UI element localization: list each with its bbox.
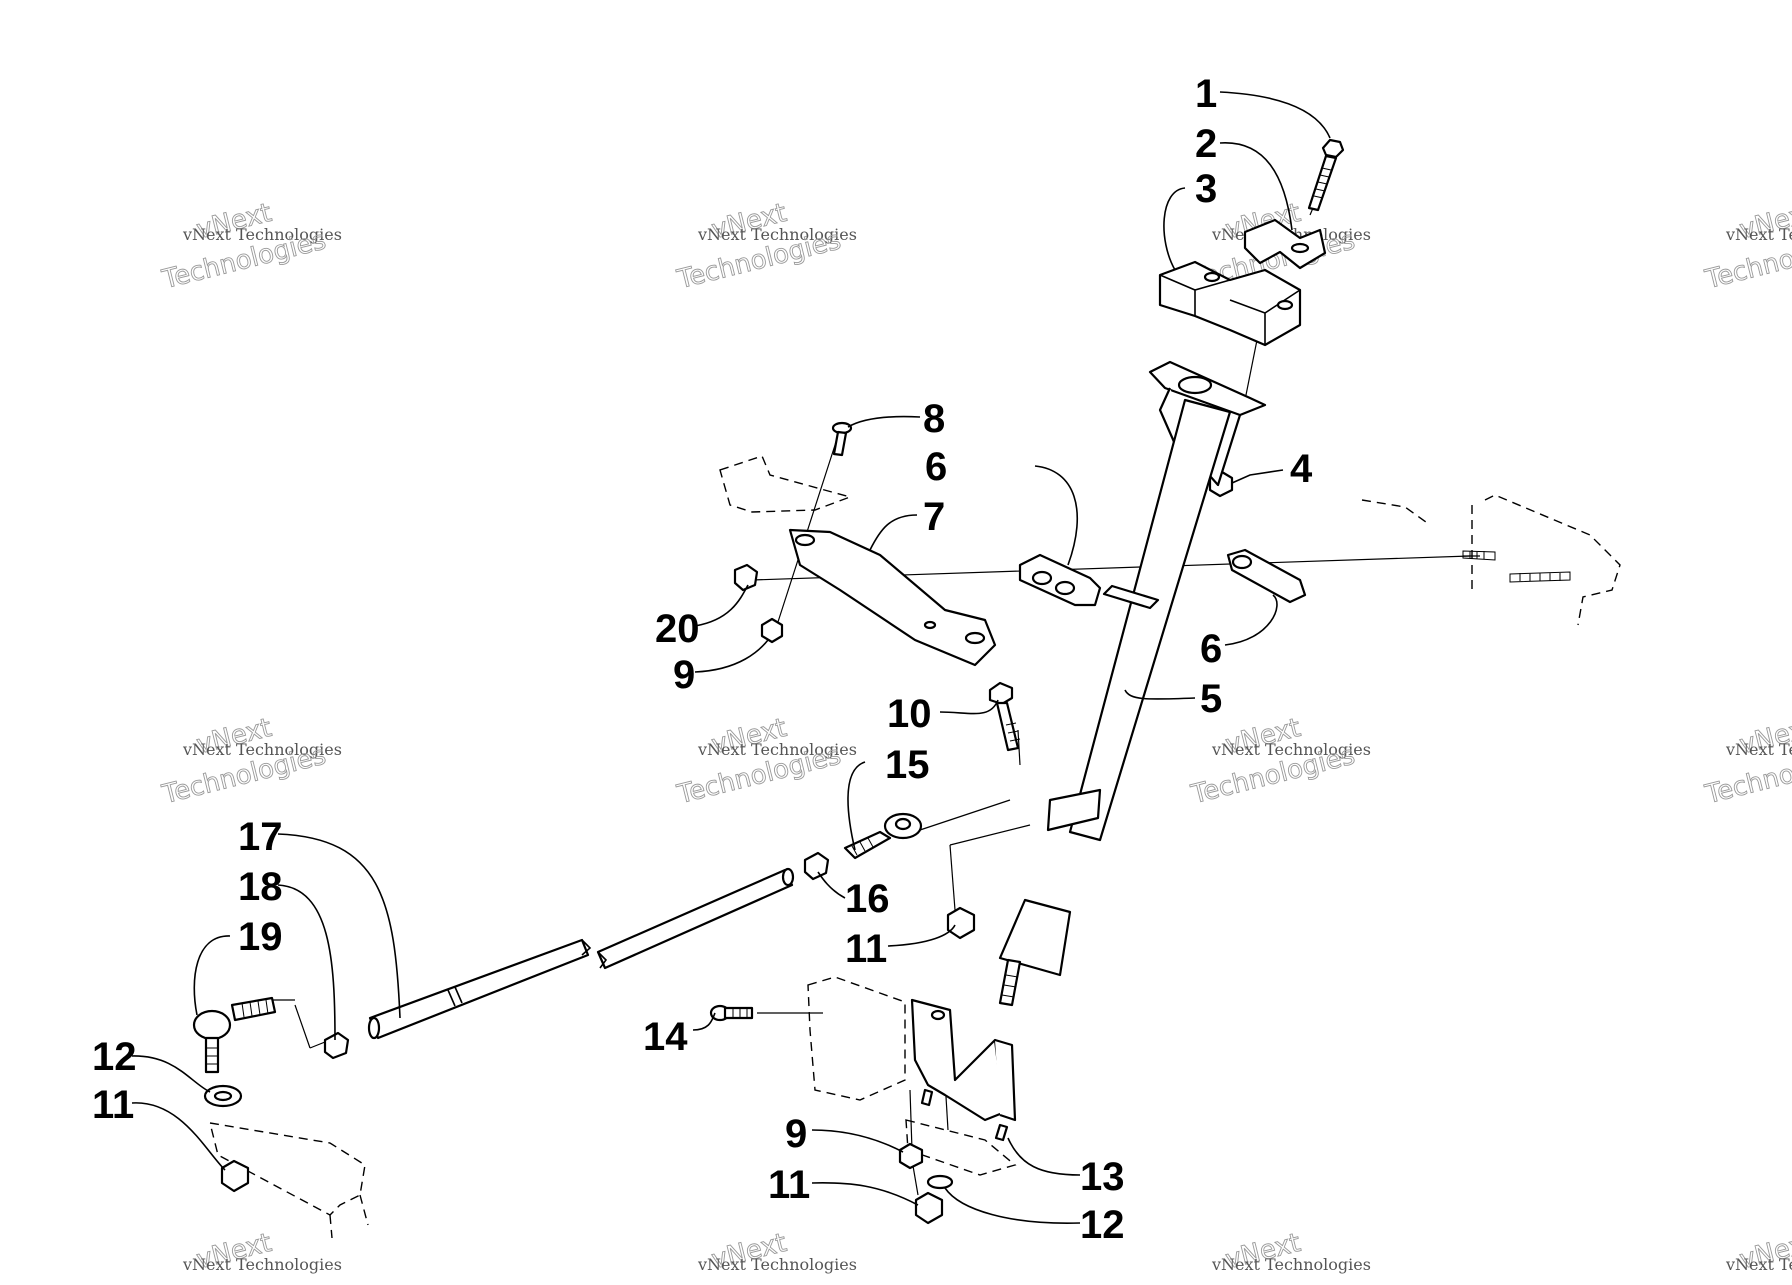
watermark: vNext vNext Technologies [697, 1227, 857, 1275]
watermark-line2: vNext Technologies [697, 225, 857, 244]
watermark-line2: vNext Technologies [697, 1255, 857, 1274]
watermark: vNext vNext Technologies [182, 1227, 342, 1275]
callout-12-lower: 12 [1080, 1203, 1125, 1247]
part-9-nut-lower [898, 1142, 924, 1170]
watermark-line2: vNext Technologies [1725, 225, 1792, 244]
callout-12-left: 12 [92, 1035, 137, 1079]
callout-17: 17 [238, 815, 283, 859]
part-2-upper-clamp [1243, 218, 1327, 270]
watermark: vNext vNext Technologies Technologies [673, 712, 857, 810]
callout-4: 4 [1290, 447, 1313, 491]
watermark: vNext vNext Technologies Technologies [1701, 197, 1792, 295]
watermark-line2: vNext Technologies [1725, 740, 1792, 759]
part-15-tie-rod-end [843, 812, 923, 860]
watermark: vNext vNext Technologies [1211, 1227, 1371, 1275]
watermark-line2: vNext Technologies [697, 740, 857, 759]
part-18-jam-nut [323, 1031, 350, 1060]
part-6-link-left [1018, 553, 1102, 607]
callout-15: 15 [885, 743, 930, 787]
part-11-nut-upper [946, 906, 976, 940]
callout-18: 18 [238, 865, 283, 909]
callout-10: 10 [887, 692, 932, 736]
watermark: vNext vNext Technologies Technologies [158, 712, 342, 810]
part-7-bracket [788, 528, 997, 667]
callout-2: 2 [1195, 122, 1217, 166]
part-13-mount-bracket [910, 998, 1017, 1142]
part-16-jam-nut [803, 851, 830, 881]
callout-8: 8 [923, 397, 945, 441]
callout-13: 13 [1080, 1155, 1125, 1199]
callout-16: 16 [845, 877, 890, 921]
watermark: vNext vNext Technologies Technologies [158, 197, 342, 295]
watermark-line2: vNext Technologies [182, 740, 342, 759]
part-10-bolt [988, 681, 1021, 752]
callout-6-lower: 6 [1200, 627, 1222, 671]
watermark-line2: vNext Technologies [1725, 1255, 1792, 1274]
part-12-washer-lower [926, 1174, 954, 1190]
callout-11-left: 11 [92, 1083, 134, 1127]
part-5-steering-post [998, 360, 1267, 1007]
part-3-lower-clamp [1158, 260, 1302, 347]
phantom-frame [209, 455, 1621, 1239]
watermark: vNext vNext Technologies Technologies [1701, 712, 1792, 810]
watermark: vNext vNext Technologies Technologies [673, 197, 857, 295]
part-11-nut-lower [914, 1191, 944, 1225]
callouts: 1 2 3 4 5 6 6 7 8 9 9 10 11 11 11 12 12 … [92, 72, 1313, 1247]
part-1-bolt [1307, 138, 1345, 212]
callout-9-lower: 9 [785, 1112, 807, 1156]
callout-6-upper: 6 [925, 445, 947, 489]
watermark-line2: vNext Technologies [1211, 1255, 1371, 1274]
watermarks: vNext vNext Technologies Technologies vN… [158, 197, 1792, 1275]
callout-9-upper: 9 [673, 653, 695, 697]
part-14-screw [709, 1004, 754, 1022]
callout-3: 3 [1195, 167, 1217, 211]
part-19-ball-joint [192, 996, 277, 1074]
callout-7: 7 [923, 495, 945, 539]
callout-1: 1 [1195, 72, 1217, 116]
callout-19: 19 [238, 915, 283, 959]
callout-14: 14 [643, 1015, 688, 1059]
part-11-nut-left [220, 1159, 250, 1193]
part-17-tie-rod [367, 867, 795, 1040]
leader-lines [131, 91, 1331, 1224]
part-12-washer-left [203, 1084, 243, 1108]
watermark-line2: vNext Technologies [182, 1255, 342, 1274]
part-8-screw [831, 421, 853, 457]
watermark-line2: vNext Technologies [1211, 740, 1371, 759]
part-6-link-right [1226, 548, 1571, 604]
watermark-line2: vNext Technologies [182, 225, 342, 244]
part-20-bushing [733, 563, 759, 592]
callout-5: 5 [1200, 677, 1222, 721]
callout-20: 20 [655, 607, 700, 651]
callout-11-lower: 11 [768, 1163, 810, 1207]
watermark: vNext vNext Technologies [1725, 1227, 1792, 1275]
callout-11-upper: 11 [845, 927, 887, 971]
part-9-nut-upper [760, 617, 784, 644]
